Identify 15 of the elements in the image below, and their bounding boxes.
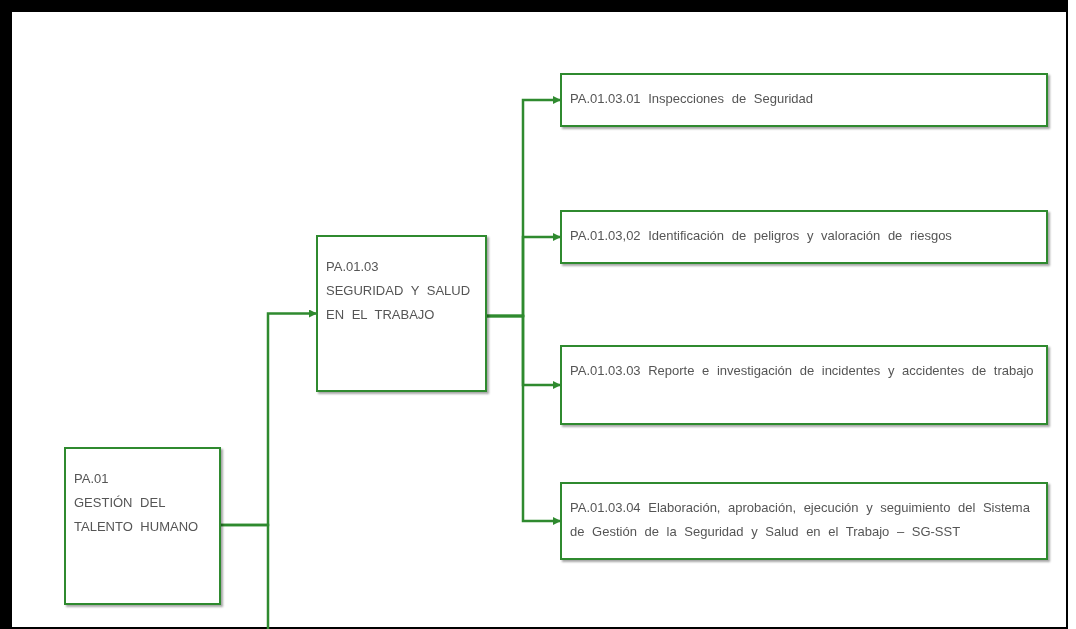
box-code: PA.01 bbox=[74, 470, 110, 488]
box-text: SEGURIDAD Y SALUD EN EL TRABAJO bbox=[326, 282, 472, 324]
process-box bbox=[64, 447, 221, 605]
process-box bbox=[560, 73, 1048, 127]
process-box bbox=[560, 482, 1048, 560]
connector-arrow bbox=[487, 314, 561, 525]
box-text: GESTIÓN DEL TALENTO HUMANO bbox=[74, 494, 200, 536]
process-box bbox=[316, 235, 487, 392]
box-text: PA.01.03.01 Inspecciones de Seguridad bbox=[570, 90, 815, 108]
box-code: PA.01.03 bbox=[326, 258, 380, 276]
process-box bbox=[560, 210, 1048, 264]
box-text: PA.01.03.04 Elaboración, aprobación, ejecución y seguimiento del Sistema de Gestión de la Seguridad y Salud en el Trabajo – SG-SST bbox=[570, 499, 1031, 541]
box-text: PA.01.03.03 Reporte e investigación de incidentes y accidentes de trabajo bbox=[570, 362, 1035, 380]
box-text: PA.01.03,02 Identificación de peligros y valoración de riesgos bbox=[570, 227, 953, 245]
process-box bbox=[560, 345, 1048, 425]
